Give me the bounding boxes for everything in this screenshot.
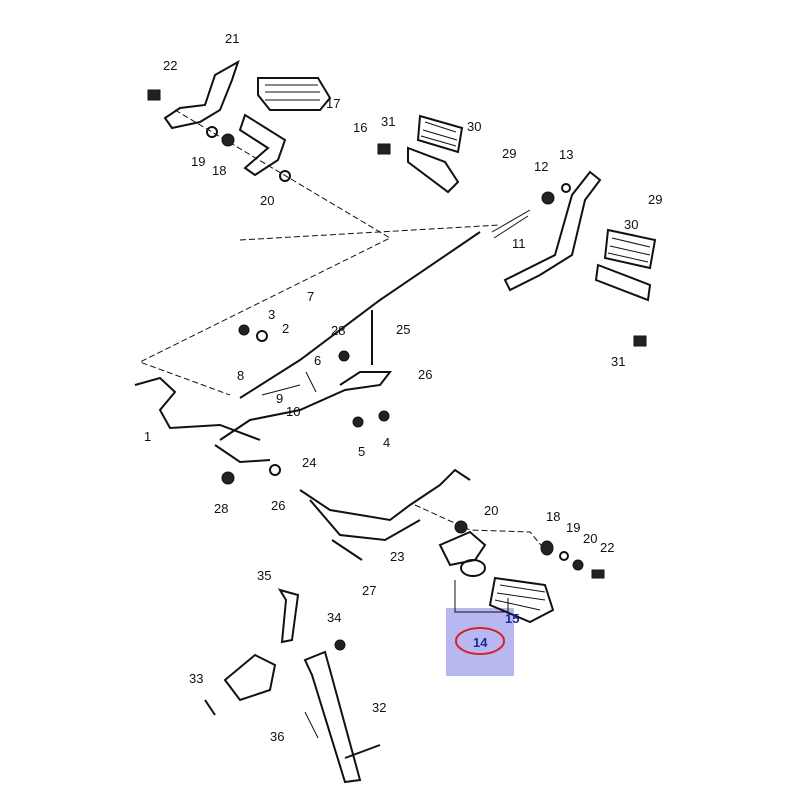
label-3: 3	[268, 307, 275, 322]
label-7: 7	[307, 289, 314, 304]
label-35: 35	[257, 568, 271, 583]
label-28: 28	[331, 323, 345, 338]
label-11: 11	[512, 236, 526, 251]
label-4: 4	[383, 435, 390, 450]
label-13: 13	[559, 147, 573, 162]
label-20: 20	[583, 531, 597, 546]
label-33: 33	[189, 671, 203, 686]
highlight-circle	[455, 627, 505, 655]
label-21: 21	[225, 31, 239, 46]
label-19: 19	[191, 154, 205, 169]
label-29: 29	[502, 146, 516, 161]
label-23: 23	[390, 549, 404, 564]
label-30: 30	[467, 119, 481, 134]
label-2: 2	[282, 321, 289, 336]
label-26: 26	[418, 367, 432, 382]
label-18: 18	[546, 509, 560, 524]
label-25: 25	[396, 322, 410, 337]
label-16: 16	[353, 120, 367, 135]
label-8: 8	[237, 368, 244, 383]
front-footrest-assembly	[438, 520, 605, 624]
part-labels: 21 22 17 16 19 18 20 31 30 29 12 13 11 3…	[144, 31, 662, 744]
label-30: 30	[624, 217, 638, 232]
label-5: 5	[358, 444, 365, 459]
label-31: 31	[381, 114, 395, 129]
label-34: 34	[327, 610, 341, 625]
rear-footrest-bracket-right	[503, 170, 657, 347]
label-24: 24	[302, 455, 316, 470]
label-22: 22	[600, 540, 614, 555]
label-29: 29	[648, 192, 662, 207]
main-stand-frame	[221, 464, 471, 561]
rear-brake-rod-spring	[239, 209, 531, 399]
label-32: 32	[372, 700, 386, 715]
leader-line	[239, 224, 501, 241]
label-20: 20	[484, 503, 498, 518]
leader-line	[138, 109, 392, 396]
label-9: 9	[276, 391, 283, 406]
label-28: 28	[214, 501, 228, 516]
label-15: 15	[505, 611, 519, 626]
label-27: 27	[362, 583, 376, 598]
highlight-box	[446, 608, 514, 676]
label-12: 12	[534, 159, 548, 174]
label-17: 17	[326, 96, 340, 111]
label-19: 19	[566, 520, 580, 535]
label-14: 14	[473, 635, 488, 650]
label-6: 6	[314, 353, 321, 368]
label-22: 22	[163, 58, 177, 73]
label-10: 10	[286, 404, 300, 419]
label-20: 20	[260, 193, 274, 208]
label-1: 1	[144, 429, 151, 444]
leader-line	[414, 504, 546, 551]
label-18: 18	[212, 163, 226, 178]
side-stand-assembly	[204, 588, 381, 784]
brake-pedal	[134, 310, 393, 464]
label-31: 31	[611, 354, 625, 369]
label-26: 26	[271, 498, 285, 513]
rear-footrest-bracket-left	[147, 59, 332, 182]
rear-footrest-right-top	[377, 114, 571, 205]
label-36: 36	[270, 729, 284, 744]
